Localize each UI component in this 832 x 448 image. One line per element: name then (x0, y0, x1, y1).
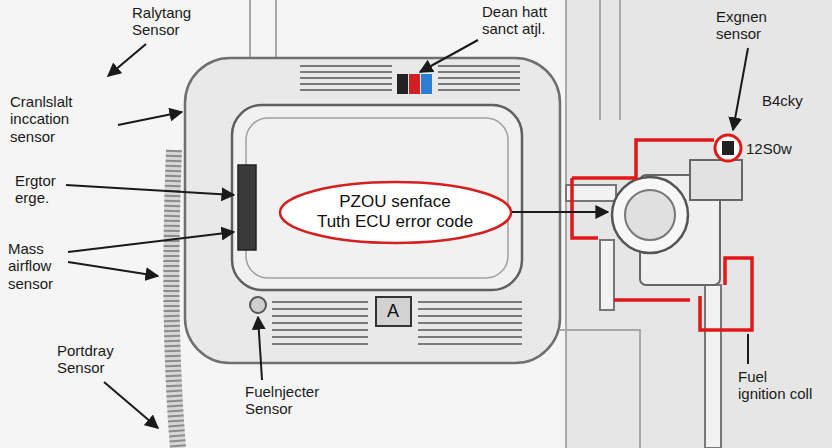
leader-line (420, 40, 478, 72)
node-label: PZOU senface (317, 192, 473, 212)
part-label: Portdray Sensor (57, 342, 142, 377)
part-label: Fuelnjecter Sensor (245, 383, 345, 418)
oxygen-sensor (722, 141, 734, 155)
part-label: 12S0w (746, 140, 806, 157)
pipe (600, 240, 614, 310)
node-text: PZOU senfaceTuth ECU error code (317, 192, 473, 231)
hose-body (171, 150, 178, 448)
node-label: A (387, 301, 399, 322)
part-label: Cranlslalt inccation sensor (10, 93, 115, 145)
leader-line (68, 232, 234, 252)
part-label: Mass airflow sensor (8, 240, 70, 292)
leader-line (258, 317, 262, 380)
leader-line (68, 262, 158, 276)
connector-pin (409, 74, 420, 94)
connector-pin (397, 74, 408, 94)
sensor-bracket (690, 160, 742, 200)
coiled-hose (171, 150, 178, 448)
throttle-cylinder-inner (625, 190, 675, 240)
ellipse-shape (280, 182, 511, 243)
ecu-housing (185, 58, 560, 363)
label-box: A (375, 296, 412, 327)
part-label: Ergtor erge. (15, 172, 85, 207)
leader-lines (66, 40, 748, 428)
node-label: Tuth ECU error code (317, 212, 473, 232)
red-wiring (572, 140, 752, 330)
pipe (705, 285, 721, 448)
oxygen-sensor-ring (715, 135, 741, 161)
leader-line (104, 382, 158, 428)
engine-bay-panel (566, 0, 832, 448)
leader-line (108, 44, 146, 76)
part-label: B4cky (762, 92, 822, 109)
side-slot (238, 165, 256, 250)
error-code-callout: PZOU senfaceTuth ECU error code (278, 180, 513, 245)
leader-line (118, 112, 182, 125)
part-label: Fuel ignition coll (738, 368, 818, 403)
injector-port (250, 297, 266, 313)
part-label: Ralytang Sensor (132, 4, 227, 39)
leader-line (66, 185, 234, 195)
ecu-panel (232, 105, 522, 290)
callout-arrow (512, 211, 608, 213)
connector-pin (421, 74, 432, 94)
node-text: A (387, 301, 399, 322)
throttle-cylinder (612, 177, 688, 253)
leader-line (733, 48, 748, 130)
part-label: Exgnen sensor (716, 8, 806, 43)
leader-line (747, 334, 749, 364)
part-label: Dean hatt sanct atjl. (482, 3, 558, 38)
